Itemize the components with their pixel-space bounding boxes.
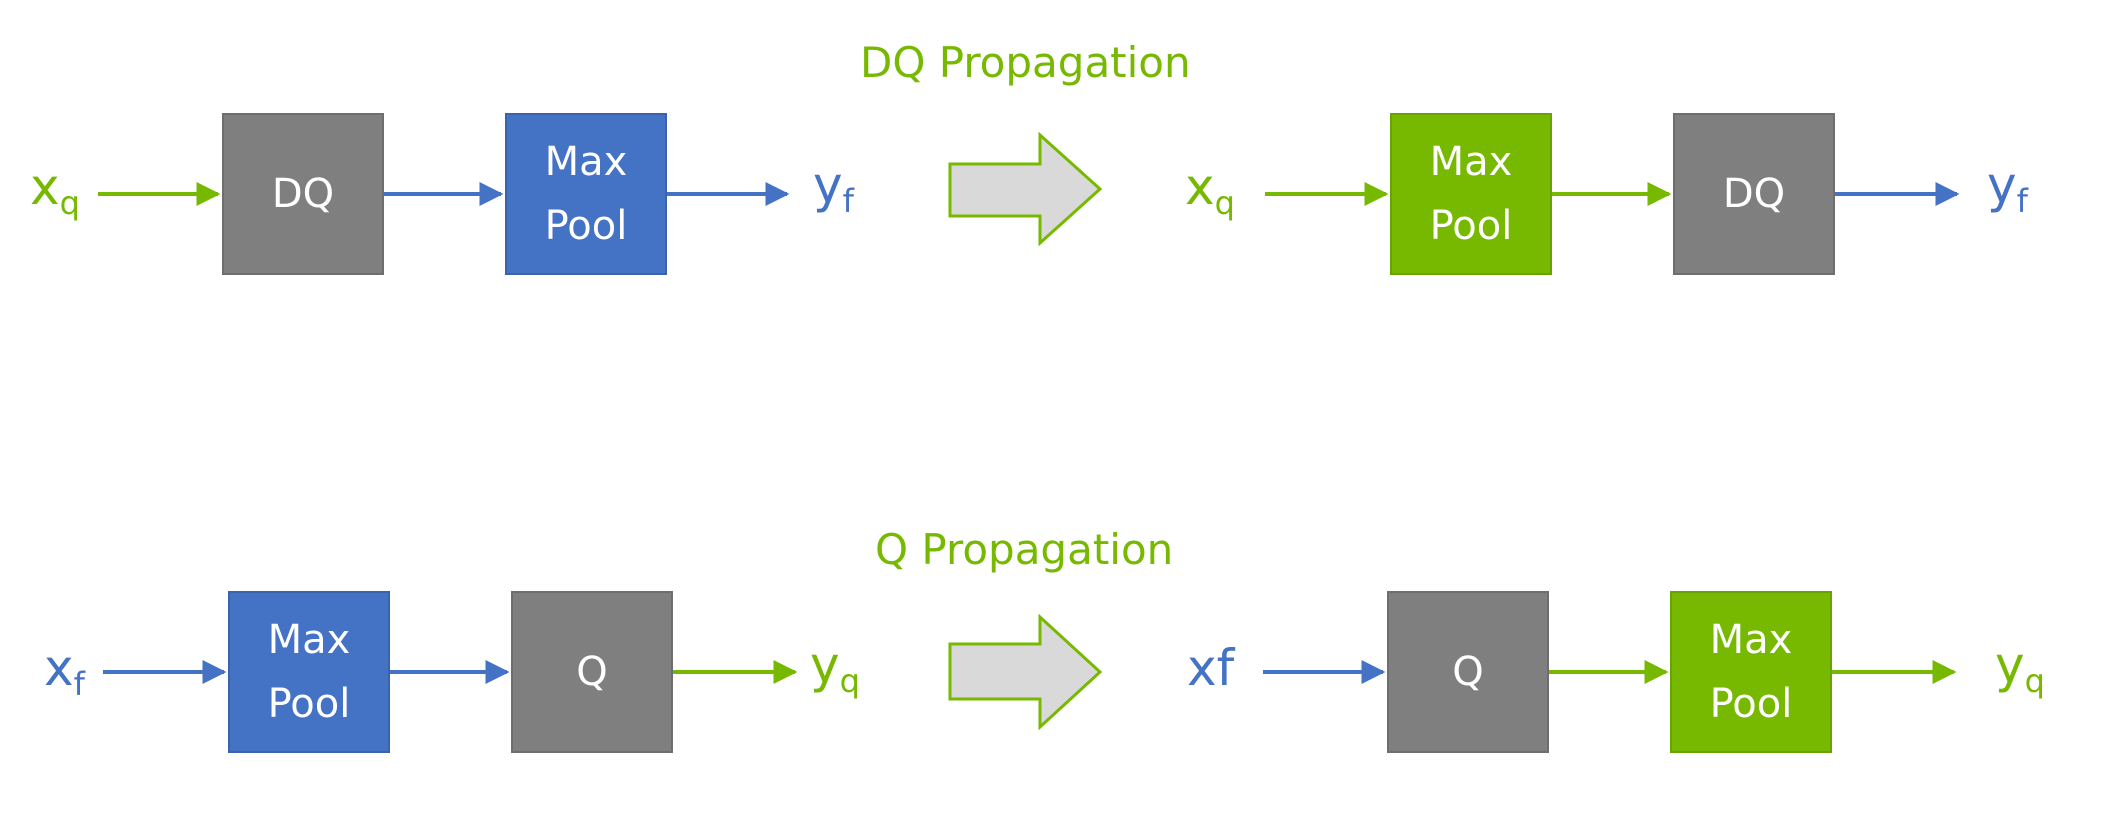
q-propagation-title: Q Propagation [875, 525, 1174, 574]
dq-before-output-label: yf [813, 156, 854, 220]
q-after-q-block: Q [1387, 591, 1549, 753]
q-after-output-label: yq [1995, 636, 2045, 700]
dq-transform-arrow [948, 131, 1103, 247]
q-before-q-block: Q [511, 591, 673, 753]
dq-before-input-label: xq [30, 158, 80, 222]
dq-after-output-label: yf [1987, 156, 2028, 220]
dq-before-dq-block: DQ [222, 113, 384, 275]
q-after-input-label: xf [1187, 639, 1235, 697]
dq-after-input-label: xq [1185, 158, 1235, 222]
q-transform-arrow [948, 613, 1103, 731]
q-before-output-label: yq [810, 636, 860, 700]
q-before-input-label: xf [44, 639, 85, 703]
dq-propagation-title: DQ Propagation [860, 38, 1191, 87]
dq-after-dq-block: DQ [1673, 113, 1835, 275]
